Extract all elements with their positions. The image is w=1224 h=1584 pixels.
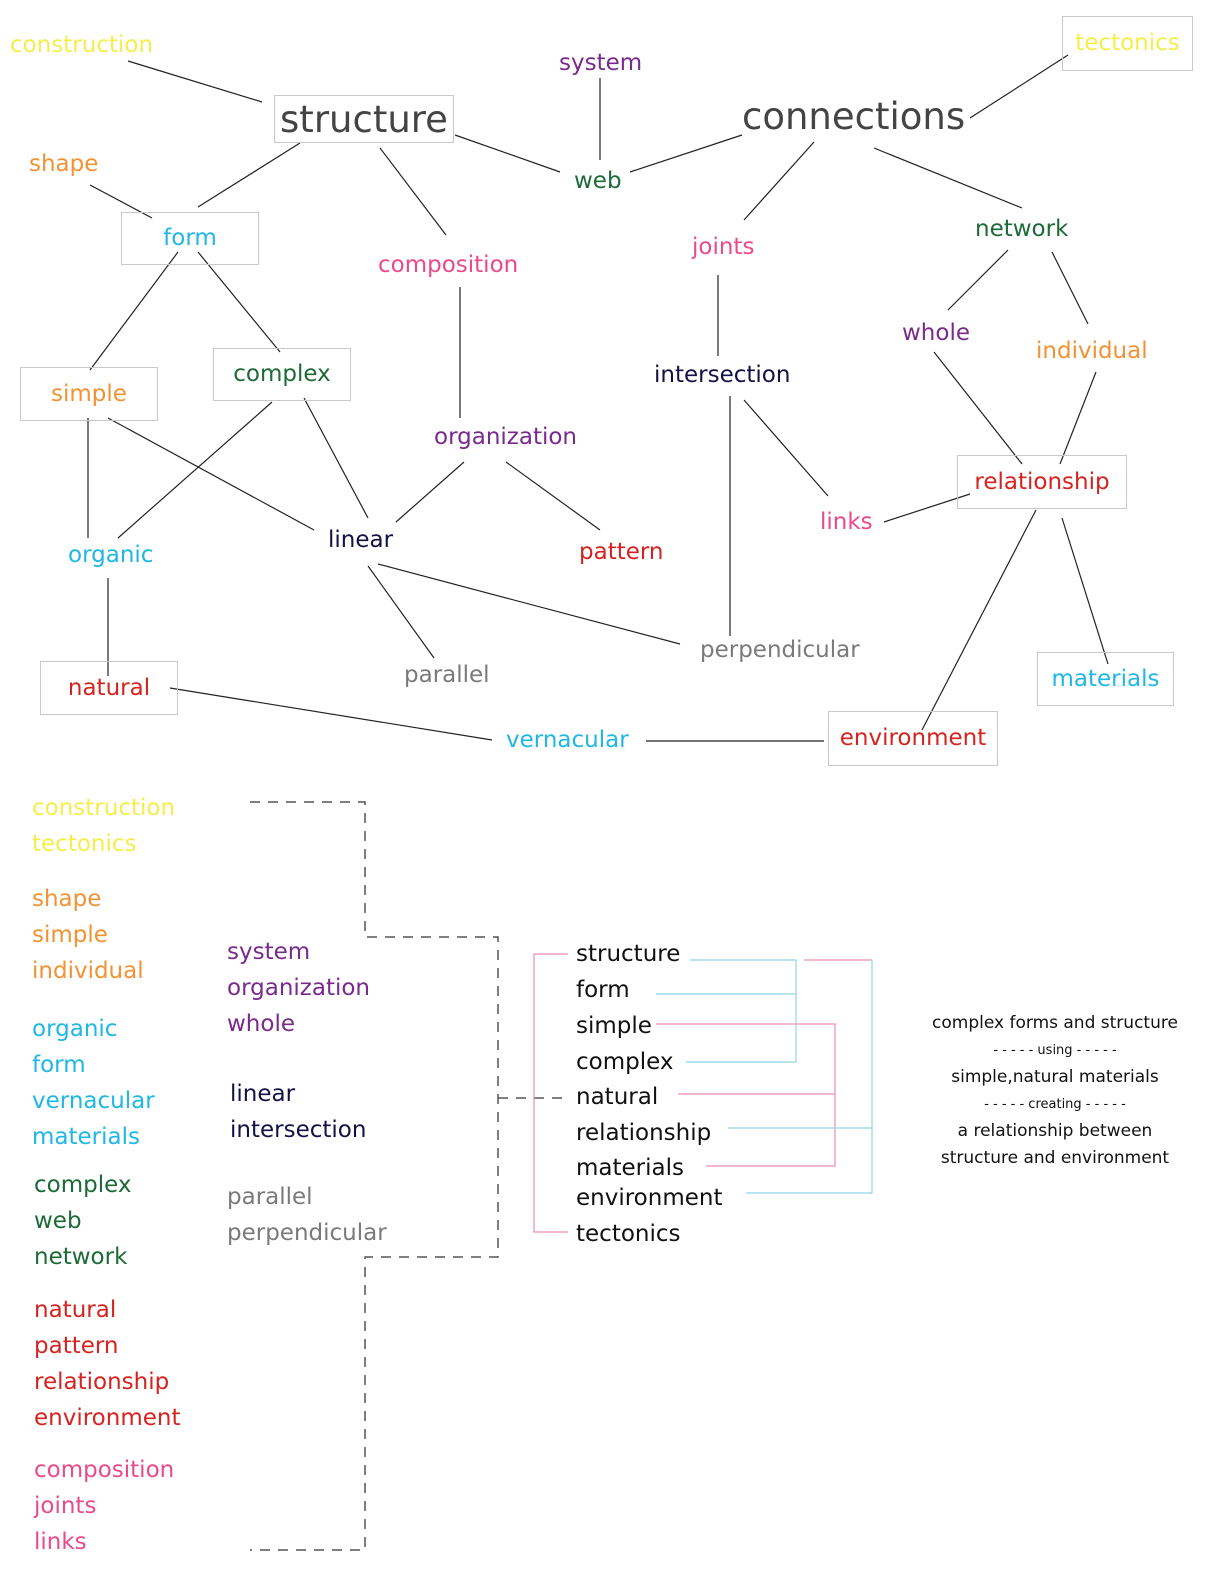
legend-item: network [34, 1244, 128, 1270]
legend-item: joints [34, 1493, 97, 1519]
concept-natural: natural [40, 661, 178, 715]
summary-separator: - - - - - creating - - - - - [984, 1097, 1126, 1112]
keyword-complex: complex [576, 1049, 674, 1075]
summary-statement: complex forms and structure - - - - - us… [905, 1010, 1205, 1172]
legend-item: organic [32, 1016, 118, 1042]
key-cyan-links [656, 959, 873, 1194]
legend-item: simple [32, 922, 108, 948]
legend-group-cyan: organic form vernacular materials [32, 1011, 155, 1155]
legend-group-gray: parallel perpendicular [227, 1179, 387, 1251]
concept-composition: composition [378, 252, 519, 278]
concept-pattern: pattern [579, 539, 664, 565]
legend-group-orange: shape simple individual [32, 881, 144, 989]
legend-item: vernacular [32, 1088, 155, 1114]
legend-group-green: complex web network [34, 1167, 131, 1275]
legend-item: construction [32, 795, 176, 821]
concept-individual: individual [1036, 338, 1148, 364]
legend-item: links [34, 1529, 87, 1555]
concept-perpendicular: perpendicular [700, 637, 860, 663]
concept-whole: whole [902, 320, 971, 346]
legend-item: tectonics [32, 831, 137, 857]
legend-item: environment [34, 1405, 181, 1431]
legend-item: complex [34, 1172, 132, 1198]
concept-vernacular: vernacular [506, 727, 629, 753]
legend-item: parallel [227, 1184, 313, 1210]
legend-item: system [227, 939, 311, 965]
legend-group-pink: composition joints links [34, 1452, 174, 1560]
key-pink-links [533, 953, 872, 1233]
concept-network: network [975, 216, 1069, 242]
legend-item: materials [32, 1124, 140, 1150]
legend-item: individual [32, 958, 144, 984]
concept-connections: connections [742, 95, 966, 138]
legend-group-purple: system organization whole [227, 934, 370, 1042]
legend-item: intersection [230, 1117, 367, 1143]
concept-intersection: intersection [654, 362, 791, 388]
summary-line: a relationship between [957, 1121, 1153, 1141]
summary-separator: - - - - - using - - - - - [993, 1043, 1117, 1058]
keyword-natural: natural [576, 1084, 659, 1110]
legend-group-navy: linear intersection [230, 1076, 366, 1148]
concept-system: system [559, 50, 643, 76]
summary-line: complex forms and structure [932, 1013, 1178, 1033]
concept-form: form [121, 212, 259, 265]
concept-complex: complex [213, 348, 351, 401]
concept-links [87, 54, 1109, 742]
concept-links: links [820, 509, 873, 535]
legend-group-red: natural pattern relationship environment [34, 1292, 180, 1436]
concept-relationship: relationship [957, 455, 1127, 509]
keyword-environment: environment [576, 1185, 723, 1211]
concept-structure: structure [274, 95, 454, 143]
concept-linear: linear [328, 527, 394, 553]
keyword-materials: materials [576, 1155, 684, 1181]
legend-item: linear [230, 1081, 296, 1107]
concept-organization: organization [434, 424, 578, 450]
legend-item: pattern [34, 1333, 119, 1359]
concept-shape: shape [29, 151, 99, 177]
legend-item: perpendicular [227, 1220, 387, 1246]
legend-group-yellow: construction tectonics [32, 790, 175, 862]
legend-item: natural [34, 1297, 117, 1323]
concept-organic: organic [68, 542, 154, 568]
legend-item: web [34, 1208, 82, 1234]
concept-parallel: parallel [404, 662, 490, 688]
group-bracket [250, 801, 570, 1551]
concept-construction: construction [10, 32, 154, 58]
legend-item: composition [34, 1457, 175, 1483]
keyword-relationship: relationship [576, 1120, 712, 1146]
summary-line: structure and environment [940, 1148, 1170, 1168]
keyword-tectonics: tectonics [576, 1221, 681, 1247]
concept-joints: joints [692, 234, 755, 260]
legend-item: whole [227, 1011, 296, 1037]
keyword-structure: structure [576, 941, 681, 967]
legend-item: form [32, 1052, 86, 1078]
concept-web: web [574, 168, 622, 194]
legend-item: shape [32, 886, 102, 912]
legend-item: relationship [34, 1369, 170, 1395]
concept-materials: materials [1037, 652, 1174, 706]
concept-environment: environment [828, 711, 998, 766]
concept-tectonics: tectonics [1062, 16, 1193, 71]
legend-item: organization [227, 975, 371, 1001]
summary-line: simple,natural materials [951, 1067, 1159, 1087]
concept-simple: simple [20, 367, 158, 421]
keyword-form: form [576, 977, 630, 1003]
keyword-simple: simple [576, 1013, 652, 1039]
